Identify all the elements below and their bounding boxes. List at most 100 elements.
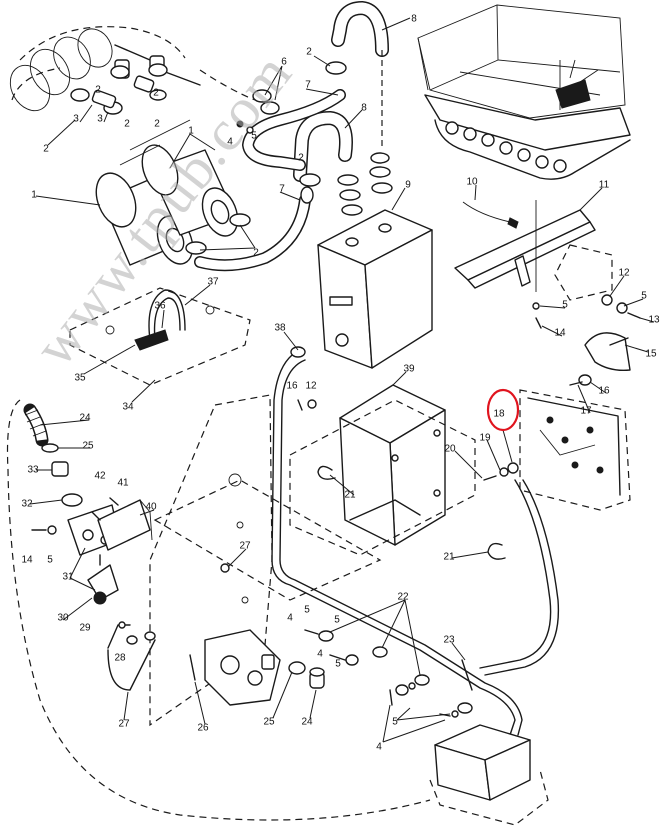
hose-7: [194, 89, 346, 272]
hardware-26: [189, 654, 196, 681]
callout-c3a: 3: [73, 114, 79, 125]
leader-lines: [29, 17, 655, 743]
clamps-upper-left: [70, 63, 168, 115]
callout-c7a: 7: [305, 80, 311, 91]
callout-c5h: 5: [392, 717, 398, 728]
callout-c18: 18: [493, 409, 505, 420]
callout-c14a: 14: [554, 328, 566, 339]
callout-c17: 17: [580, 406, 592, 417]
callout-c9: 9: [405, 180, 411, 191]
muffler-1-rear: [141, 144, 239, 237]
callout-c25b: 25: [263, 717, 275, 728]
clamps-muffler: [185, 61, 347, 255]
shield-15: [584, 332, 631, 372]
callout-c11: 11: [599, 180, 610, 191]
callout-c14b: 14: [21, 555, 33, 566]
callout-c5b: 5: [641, 291, 647, 302]
callout-c2g: 2: [298, 153, 304, 164]
callout-c33: 33: [27, 465, 39, 476]
callout-c22: 22: [397, 592, 409, 603]
callout-c35: 35: [74, 373, 86, 384]
callout-c5g: 5: [335, 659, 341, 670]
callout-c4b: 4: [287, 613, 293, 624]
callout-c2h: 2: [253, 248, 259, 259]
tank-9: [317, 209, 433, 369]
cable-27: [107, 621, 156, 691]
bracket-40: [91, 497, 153, 551]
callout-c5e: 5: [304, 605, 310, 616]
hardware-right: [532, 294, 641, 329]
callout-c16a: 16: [286, 381, 298, 392]
callout-c41: 41: [117, 478, 129, 489]
fitting-24-lower: [309, 667, 325, 689]
callout-c5d: 5: [47, 555, 53, 566]
callout-c20: 20: [444, 444, 456, 455]
hardware-27: [220, 563, 230, 573]
callout-c1a: 1: [188, 126, 194, 137]
callout-c6: 6: [281, 57, 287, 68]
clamps-22: [304, 629, 473, 718]
bracket-39: [339, 384, 446, 546]
tube-8-upper: [331, 0, 389, 150]
callout-c24a: 24: [79, 413, 91, 424]
tank-platform-outline: [289, 399, 476, 556]
callout-c32: 32: [21, 499, 33, 510]
callout-c8b: 8: [361, 103, 367, 114]
callout-c2e: 2: [154, 119, 160, 130]
vehicle-illustration: [417, 4, 631, 180]
filter-stack: [337, 152, 393, 216]
tray-assembly: [69, 287, 251, 386]
callout-c27b: 27: [118, 719, 130, 730]
callout-c31: 31: [62, 572, 74, 583]
hardware-19-20: [483, 462, 519, 481]
lower-assembly-boundary: [6, 399, 431, 821]
panel-plate: [519, 389, 631, 511]
callout-c8a: 8: [411, 14, 417, 25]
callout-c25a: 25: [82, 441, 94, 452]
callout-c5f: 5: [334, 615, 340, 626]
clip-21-lower: [487, 542, 506, 560]
callout-c23: 23: [443, 635, 455, 646]
callout-c19: 19: [479, 433, 491, 444]
callout-c2b: 2: [95, 85, 101, 96]
callout-c36: 36: [154, 301, 166, 312]
callout-c21a: 21: [344, 490, 356, 501]
callout-c12b: 12: [305, 381, 317, 392]
junction-box: [429, 724, 549, 826]
callout-c4c: 4: [317, 649, 323, 660]
middle-platform-outline: [153, 479, 382, 601]
callout-c34: 34: [122, 402, 134, 413]
callout-c37: 37: [207, 277, 219, 288]
callout-c7b: 7: [279, 184, 285, 195]
callout-c21b: 21: [443, 552, 455, 563]
callout-c1b: 1: [31, 190, 37, 201]
callout-c4d: 4: [376, 742, 382, 753]
clip-21-upper: [317, 465, 336, 480]
callout-c38: 38: [274, 323, 286, 334]
bracket-11: [454, 200, 613, 301]
callout-c15: 15: [645, 349, 657, 360]
pump-assembly: [204, 629, 281, 706]
hose-24-left: [23, 403, 49, 447]
callout-c28: 28: [114, 653, 126, 664]
callout-c2c: 2: [153, 88, 159, 99]
callout-c24b: 24: [301, 717, 313, 728]
callout-c10: 10: [466, 177, 478, 188]
callout-c27a: 27: [239, 541, 251, 552]
callout-c39: 39: [403, 364, 415, 375]
hardware-14-5-left: [31, 525, 57, 535]
callout-c2d: 2: [124, 119, 130, 130]
callout-c29: 29: [79, 623, 91, 634]
hardware-23: [461, 659, 473, 691]
callout-c30: 30: [57, 613, 69, 624]
callout-c3b: 3: [97, 114, 103, 125]
hardware-16-12: [297, 399, 317, 411]
callout-c26: 26: [197, 723, 209, 734]
callout-c42: 42: [94, 471, 106, 482]
fitting-25-lower: [288, 661, 306, 675]
hardware-16-17: [569, 374, 592, 386]
callout-c2f: 2: [43, 144, 49, 155]
